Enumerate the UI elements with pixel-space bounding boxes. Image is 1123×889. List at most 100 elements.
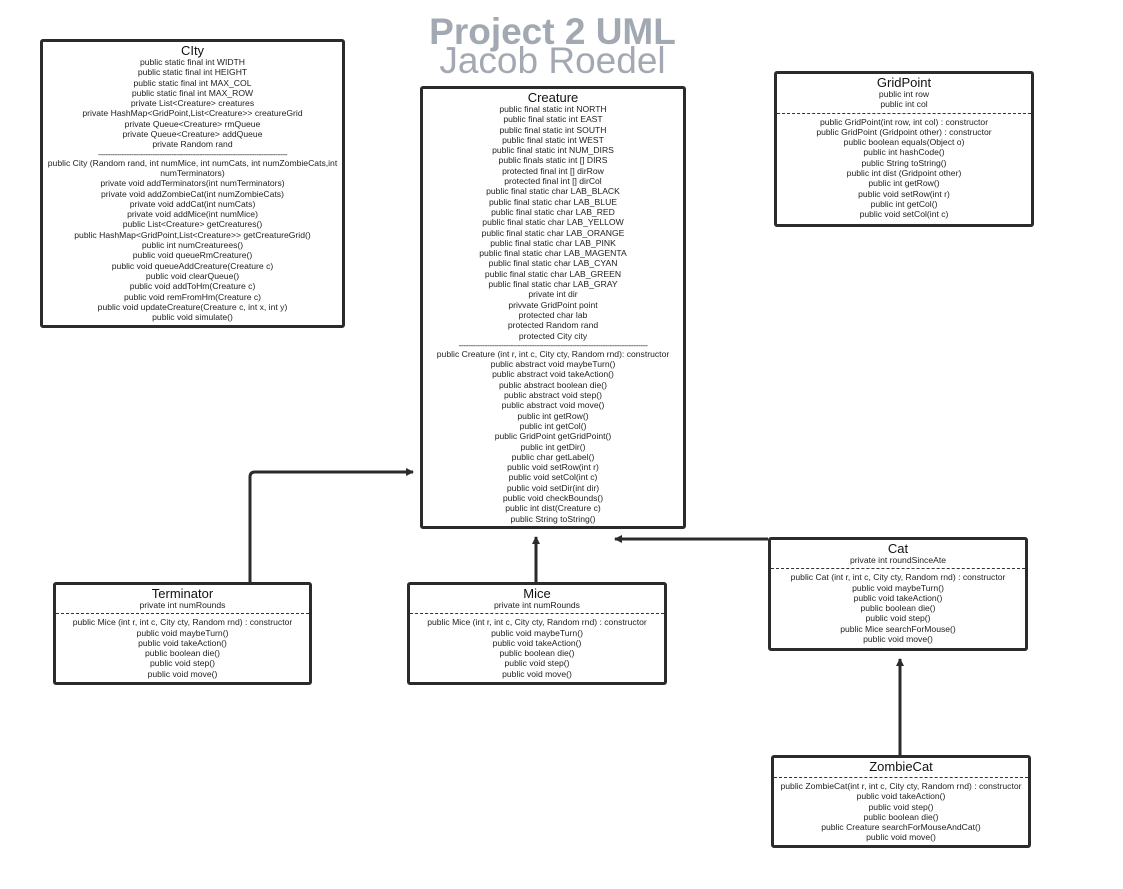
creature-field-line: public final static int NORTH: [499, 104, 607, 114]
cat-class-name: Cat: [887, 541, 909, 556]
gridpoint-method-line: public boolean equals(Object o): [843, 137, 965, 148]
creature-field-line: public final static char LAB_ORANGE: [481, 227, 625, 238]
city-method-line: public City (Random rand, int numMice, i…: [47, 157, 338, 168]
city-method-line: public void remFromHm(Creature c): [123, 291, 262, 302]
gridpoint-method-line: public GridPoint (Gridpoint other) : con…: [816, 126, 992, 137]
creature-field-line: public final static int EAST: [503, 114, 603, 125]
city-field-line: private Queue<Creature> addQueue: [122, 129, 263, 140]
gridpoint-field-line: public int col: [880, 99, 928, 110]
terminator-method-line: public void move(): [147, 668, 218, 679]
creature-method-line: public abstract void maybeTurn(): [490, 359, 616, 370]
creature-field-line: protected Random rand: [507, 320, 599, 331]
creature-field-line: public final static char LAB_PINK: [490, 237, 616, 248]
gridpoint-separator: [777, 112, 1031, 114]
cat-method-line: public void step(): [865, 613, 931, 624]
gridpoint-method-line: public String toString(): [861, 157, 947, 168]
creature-method-line: public String toString(): [510, 513, 596, 524]
creature-method-line: public abstract void step(): [504, 390, 602, 401]
terminator-class-name: Terminator: [151, 586, 214, 601]
creature-field-line: public final static char LAB_RED: [491, 206, 615, 217]
mice-methods: public Mice (int r, int c, City cty, Ran…: [410, 617, 664, 679]
terminator-method-line: public boolean die(): [144, 648, 220, 659]
zombiecat-class-box: ZombieCat public ZombieCat(int r, int c,…: [771, 755, 1031, 848]
city-method-line: public void clearQueue(): [145, 270, 240, 281]
terminator-field-line: private int numRounds: [139, 600, 226, 610]
creature-method-line: public int dist(Creature c): [505, 503, 601, 514]
zombiecat-method-line: public ZombieCat(int r, int c, City cty,…: [780, 781, 1022, 791]
gridpoint-method-line: public void setRow(int r): [858, 188, 950, 199]
creature-field-line: public final static char LAB_BLACK: [486, 186, 620, 197]
creature-method-line: public void setCol(int c): [508, 472, 598, 483]
city-field-line: public static final int MAX_COL: [133, 77, 252, 88]
creature-separator: ----------------------------------------…: [458, 340, 648, 349]
city-field-line: private List<Creature> creatures: [130, 98, 255, 109]
zombiecat-method-line: public boolean die(): [863, 811, 939, 822]
cat-field-line: private int roundSinceAte: [849, 555, 947, 565]
city-method-line: numTerminators): [160, 167, 225, 178]
mice-class-box: Mice private int numRounds public Mice (…: [407, 582, 667, 685]
gridpoint-field-line: public int row: [878, 89, 930, 99]
gridpoint-method-line: public GridPoint(int row, int col) : con…: [819, 116, 989, 127]
creature-field-line: public final static char LAB_CYAN: [488, 258, 618, 269]
creature-field-line: public final static char LAB_BLUE: [488, 196, 618, 207]
creature-method-line: public void setDir(int dir): [506, 482, 600, 493]
creature-method-line: public int getCol(): [519, 420, 587, 431]
zombiecat-method-line: public void takeAction(): [856, 791, 946, 802]
diagram-title: Project 2 UML: [429, 11, 676, 52]
mice-fields: private int numRounds: [410, 600, 664, 610]
city-method-line: private void addZombieCat(int numZombieC…: [101, 188, 284, 199]
creature-class-name: Creature: [527, 90, 579, 105]
mice-method-line: public void step(): [504, 658, 570, 669]
creature-field-line: public final static char LAB_GREEN: [484, 268, 622, 279]
terminator-method-line: public void takeAction(): [138, 637, 227, 648]
cat-fields: private int roundSinceAte: [771, 555, 1025, 565]
creature-field-line: public final static char LAB_GRAY: [488, 279, 618, 290]
gridpoint-method-line: public int dist (Gridpoint other): [846, 168, 962, 179]
cat-class-box: Cat private int roundSinceAte public Cat…: [768, 537, 1028, 651]
city-field-line: public static final int WIDTH: [139, 57, 246, 67]
cat-method-line: public Mice searchForMouse(): [840, 623, 956, 634]
cat-methods: public Cat (int r, int c, City cty, Rand…: [771, 572, 1025, 644]
creature-method-line: public int getDir(): [520, 441, 586, 452]
city-method-line: public int numCreaturees(): [141, 240, 244, 251]
city-class-box: CIty public static final int WIDTH public…: [40, 39, 345, 328]
terminator-separator: [56, 613, 309, 615]
city-method-line: public List<Creature> getCreatures(): [122, 219, 263, 230]
city-method-line: public void simulate(): [152, 312, 233, 323]
creature-method-line: public char getLabel(): [511, 451, 595, 462]
city-method-line: public HashMap<GridPoint,List<Creature>>…: [74, 229, 311, 240]
city-method-line: public void queueRmCreature(): [132, 250, 253, 261]
mice-method-line: public void takeAction(): [492, 637, 582, 648]
creature-field-line: public final static char LAB_MAGENTA: [479, 248, 627, 259]
terminator-to-creature-arrow: [248, 468, 414, 582]
mice-separator: [410, 613, 664, 615]
mice-method-line: public Mice (int r, int c, City cty, Ran…: [427, 617, 647, 628]
creature-method-line: public void setRow(int r): [507, 462, 599, 473]
gridpoint-class-name: GridPoint: [876, 75, 932, 90]
cat-method-line: public void maybeTurn(): [852, 582, 944, 593]
creature-field-line: public final static int WEST: [502, 134, 604, 145]
terminator-class-box: Terminator private int numRounds public …: [53, 582, 312, 685]
city-method-line: public void updateCreature(Creature c, i…: [97, 301, 288, 312]
terminator-method-line: public void step(): [150, 658, 215, 669]
city-method-line: public void queueAddCreature(Creature c): [111, 260, 274, 271]
zombiecat-class-name: ZombieCat: [869, 759, 933, 774]
city-methods: public City (Random rand, int numMice, i…: [43, 158, 342, 323]
city-class-name: CIty: [180, 43, 205, 58]
cat-method-line: public void move(): [863, 634, 933, 645]
creature-field-line: private int dir: [528, 289, 578, 300]
city-method-line: private void addMice(int numMice): [127, 209, 258, 220]
city-method-line: public void addToHm(Creature c): [129, 281, 256, 292]
creature-method-line: public abstract boolean die(): [499, 379, 607, 390]
creature-method-line: public GridPoint getGridPoint(): [494, 431, 612, 442]
creature-method-line: public Creature (int r, int c, City cty,…: [436, 348, 670, 359]
zombiecat-method-line: public void move(): [866, 832, 936, 843]
zombiecat-method-line: public Creature searchForMouseAndCat(): [821, 822, 981, 833]
cat-method-line: public boolean die(): [860, 603, 936, 614]
terminator-method-line: public void maybeTurn(): [136, 627, 229, 638]
city-field-line: private Queue<Creature> rmQueue: [124, 118, 261, 129]
